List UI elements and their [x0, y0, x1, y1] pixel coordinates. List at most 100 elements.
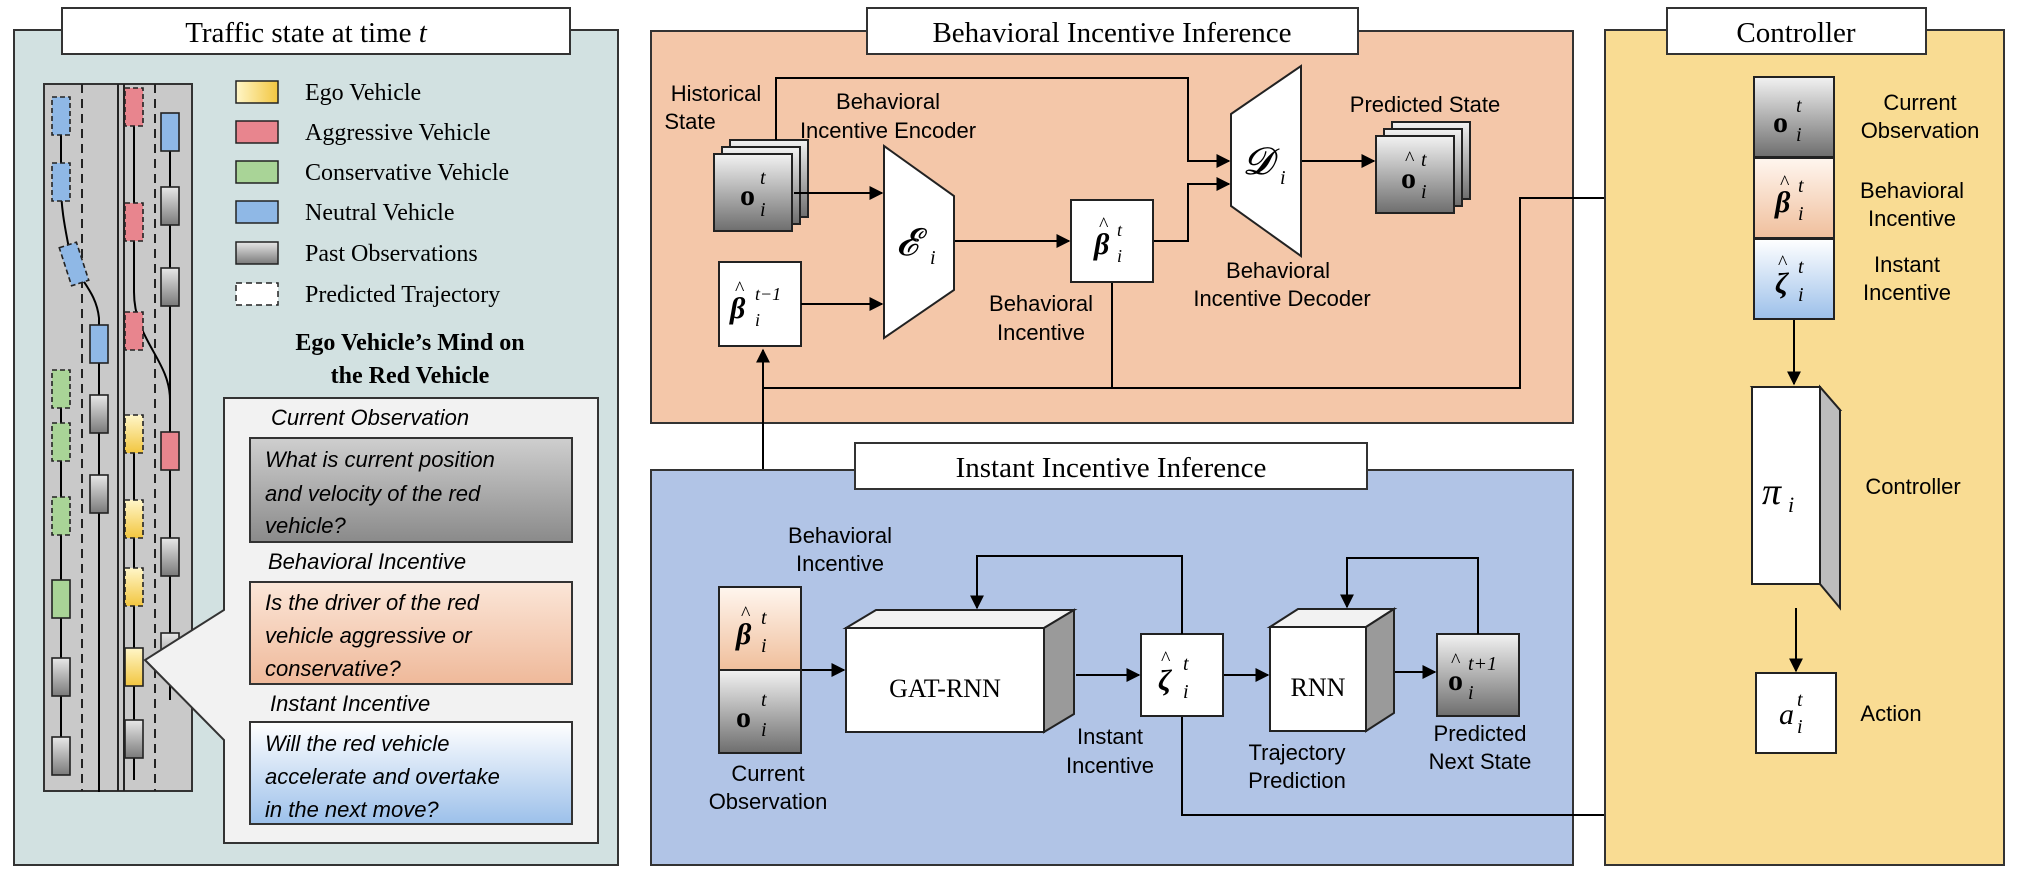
subscript-i: i: [1280, 167, 1286, 189]
q1-line: and velocity of the red: [265, 481, 481, 506]
red-vehicle-trajectory: [132, 110, 171, 455]
ctrl-o-box: [1753, 76, 1835, 158]
q3-line: in the next move?: [265, 797, 439, 822]
pi-symbol: π: [1762, 471, 1782, 513]
q3-heading: Instant Incentive: [270, 691, 430, 716]
controller-title: Controller: [1736, 17, 1856, 49]
superscript-t: t: [1797, 689, 1803, 711]
q3-box: [249, 721, 573, 825]
subscript-i: i: [1421, 181, 1427, 203]
neutral-vehicle-predicted: [51, 162, 71, 202]
co-input-label: Observation: [709, 789, 828, 814]
legend-label-aggressive: Aggressive Vehicle: [305, 120, 491, 146]
subscript-i: i: [1798, 284, 1804, 306]
ctrl-beta-box: [1753, 157, 1835, 239]
neutral-vehicle-predicted: [58, 241, 90, 287]
tp-label: Trajectory: [1249, 740, 1346, 765]
gat-rnn-block: [845, 627, 1045, 733]
historical-state-stack: [713, 139, 809, 232]
behavioral-incentive-panel: Behavioral Incentive Inference Historica…: [650, 7, 1754, 589]
conservative-vehicle-predicted: [51, 422, 71, 462]
bi-input-label: Behavioral: [788, 523, 892, 548]
arrow: [775, 77, 1231, 168]
q1-heading: Current Observation: [271, 405, 469, 430]
decoder-label: Behavioral: [1226, 258, 1330, 283]
gat-rnn-label: GAT-RNN: [889, 674, 1001, 703]
past-observation: [51, 736, 71, 776]
legend-swatch-aggressive: [235, 120, 279, 144]
historical-state-label: Historical: [671, 81, 761, 106]
encoder-label: Incentive Encoder: [800, 118, 976, 143]
instant-incentive-panel: Instant Incentive Inference Behavioral I…: [650, 271, 1754, 866]
hat-symbol: ^: [1778, 252, 1788, 274]
ctrl-ii-label: Instant: [1874, 252, 1940, 277]
encoder-label: Behavioral: [836, 89, 940, 114]
superscript-t: t: [760, 167, 766, 189]
past-observation: [160, 537, 180, 577]
iii-title: Instant Incentive Inference: [956, 452, 1267, 484]
conservative-vehicle-predicted: [51, 496, 71, 536]
tp-label: Prediction: [1248, 768, 1346, 793]
traffic-panel-title-box: [61, 7, 571, 55]
q2-line: vehicle aggressive or: [265, 623, 473, 648]
superscript-t: t: [1798, 256, 1804, 278]
legend-swatch-predicted: [235, 282, 279, 306]
legend-swatch-past: [235, 241, 279, 265]
historical-state-label: State: [664, 109, 715, 134]
subscript-i: i: [761, 635, 767, 657]
ctrl-bi-label: Incentive: [1868, 206, 1956, 231]
mind-title-line2: the Red Vehicle: [331, 363, 490, 389]
subscript-i: i: [760, 199, 766, 221]
conservative-vehicle: [51, 579, 71, 619]
hat-symbol: ^: [1161, 648, 1171, 670]
past-observation: [124, 719, 144, 759]
hat-symbol: ^: [1099, 214, 1109, 236]
superscript-t: t: [1421, 149, 1427, 171]
rnn-side: [1365, 607, 1395, 733]
legend-swatch-ego: [235, 80, 279, 104]
superscript-t: t: [761, 607, 767, 629]
mind-title: Ego Vehicle’s Mind on: [295, 330, 524, 356]
superscript-t: t: [1796, 95, 1802, 117]
predicted-state-label: Predicted State: [1350, 92, 1500, 117]
a-symbol: a: [1779, 698, 1794, 731]
pns-label: Next State: [1429, 749, 1532, 774]
hat-symbol: ^: [735, 278, 745, 300]
q2-heading: Behavioral Incentive: [268, 549, 466, 574]
iii-title-box: [854, 442, 1368, 490]
o-symbol: o: [740, 179, 755, 212]
ctrl-bi-label: Behavioral: [1860, 178, 1964, 203]
decoder-block: [1230, 64, 1302, 258]
feedback-arrow: [970, 555, 1183, 634]
rnn-label: RNN: [1291, 673, 1346, 702]
policy-block: [1751, 386, 1821, 585]
beta-symbol: β: [735, 618, 752, 651]
gat-rnn-top: [842, 609, 1078, 629]
hat-symbol: ^: [741, 603, 751, 625]
superscript-t: t: [761, 689, 767, 711]
ctrl-ii-label: Incentive: [1863, 280, 1951, 305]
controller-title-box: [1666, 7, 1927, 55]
bi-output-label: Behavioral: [989, 291, 1093, 316]
conservative-vehicle-predicted: [51, 369, 71, 409]
o-hat-symbol: o: [1448, 664, 1463, 697]
decoder-label: Incentive Decoder: [1193, 286, 1370, 311]
aggressive-vehicle-predicted: [124, 202, 144, 242]
pns-label: Predicted: [1434, 721, 1527, 746]
beta-prev-box: [718, 261, 802, 347]
subscript-i: i: [1117, 246, 1122, 266]
subscript-i: i: [755, 310, 760, 330]
ii-label: Instant: [1077, 724, 1143, 749]
ii-label: Incentive: [1066, 753, 1154, 778]
legend-label-neutral: Neutral Vehicle: [305, 200, 455, 226]
o-input-box: [718, 669, 802, 754]
aggressive-vehicle-predicted: [124, 311, 144, 351]
co-input-label: Current: [731, 761, 804, 786]
subscript-i: i: [761, 719, 767, 741]
aggressive-vehicle: [160, 431, 180, 471]
zeta-box: [1140, 633, 1224, 717]
ctrl-co-label: Current: [1883, 90, 1956, 115]
subscript-i: i: [1788, 492, 1794, 517]
legend-swatch-conservative: [235, 160, 279, 184]
subscript-i: i: [1183, 681, 1189, 703]
